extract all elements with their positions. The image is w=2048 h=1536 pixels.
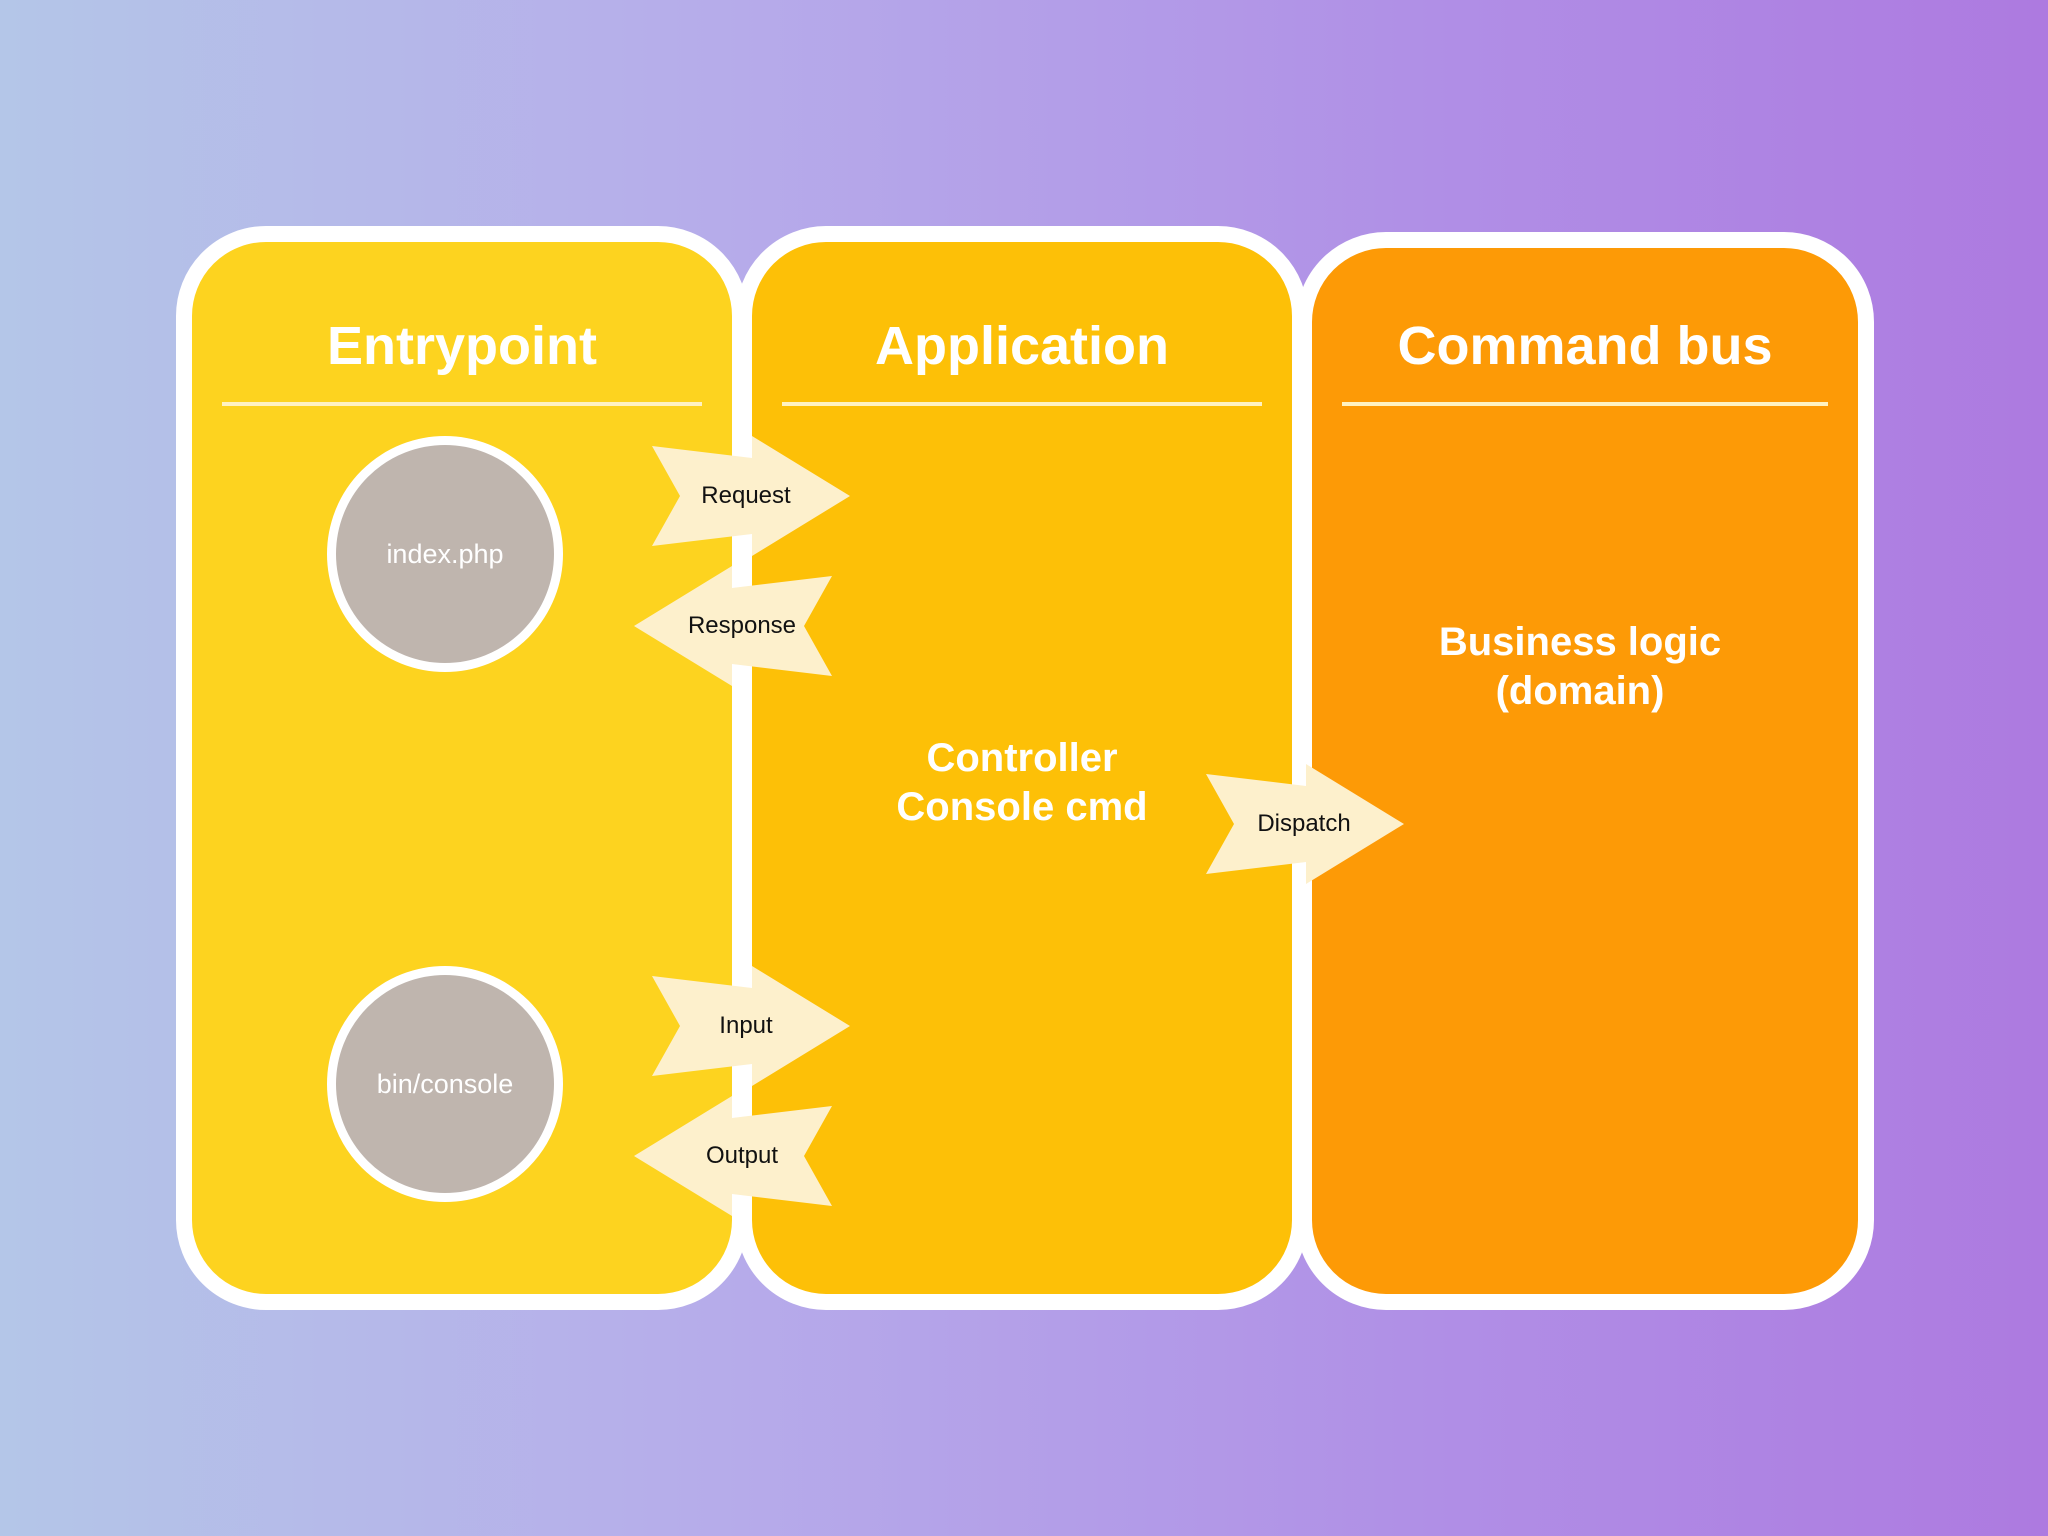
index-php-node: index.php: [327, 436, 563, 672]
input-label: Input: [719, 1012, 773, 1039]
output-label: Output: [705, 1142, 779, 1169]
bin-console-node: bin/console: [327, 966, 563, 1202]
entrypoint-panel: Entrypoint: [176, 226, 748, 1310]
index-php-label: index.php: [386, 538, 504, 569]
command-bus-panel: Command bus Business logic (domain): [1296, 232, 1874, 1310]
response-arrow-icon: [634, 566, 832, 686]
entrypoint-title: Entrypoint: [327, 316, 597, 376]
entrypoint-divider: [222, 402, 702, 406]
dispatch-arrow-icon: [1206, 764, 1404, 884]
dispatch-label: Dispatch: [1257, 810, 1351, 837]
command-bus-body-text: Business logic (domain): [1438, 620, 1722, 713]
request-arrow-icon: [652, 436, 850, 556]
bin-console-label: bin/console: [376, 1068, 514, 1099]
command-bus-divider: [1342, 402, 1828, 406]
application-body-text: Controller Console cmd: [896, 736, 1148, 829]
application-divider: [782, 402, 1262, 406]
command-bus-title: Command bus: [1397, 316, 1773, 376]
response-label: Response: [687, 612, 797, 639]
request-label: Request: [701, 482, 791, 509]
input-arrow-icon: [652, 966, 850, 1086]
output-arrow-icon: [634, 1096, 832, 1216]
application-title: Application: [875, 316, 1169, 376]
